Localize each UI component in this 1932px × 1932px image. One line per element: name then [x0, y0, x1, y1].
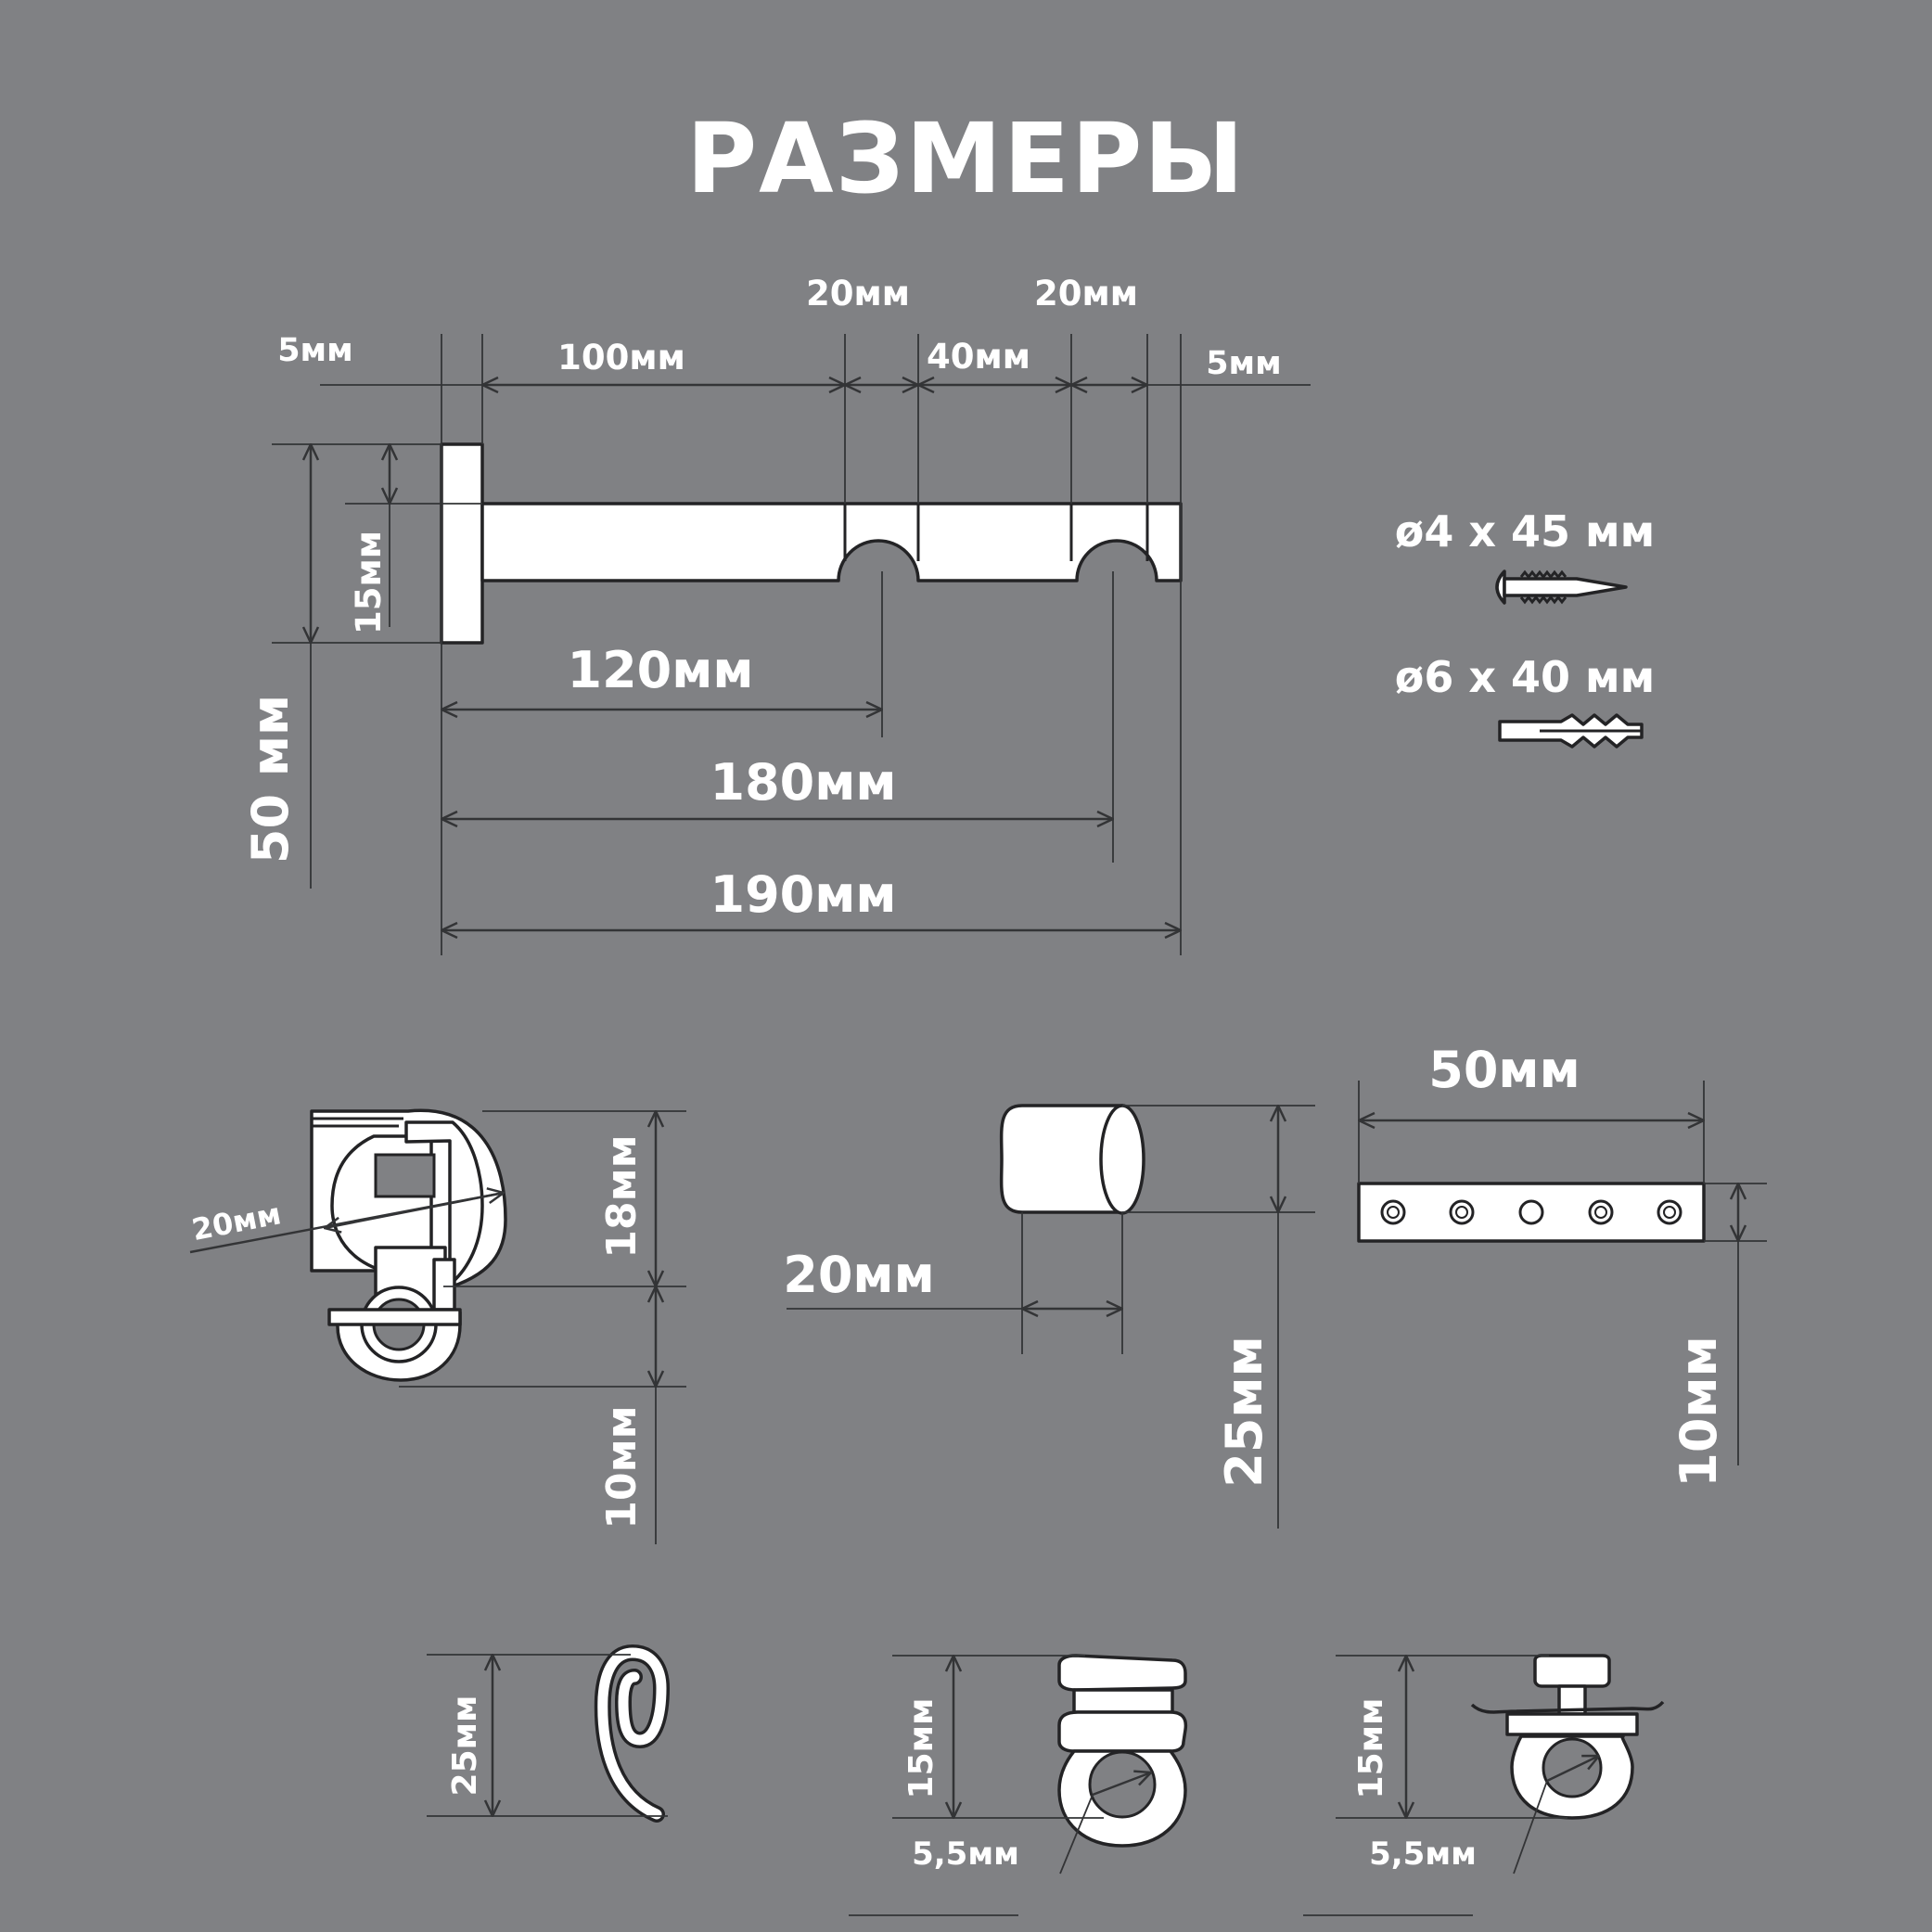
label-plate-height: 10мм — [1670, 1336, 1728, 1487]
label-plate-height: 50 мм — [241, 695, 300, 864]
label-tip: 5мм — [1206, 345, 1282, 382]
label-profile-height: 18мм — [598, 1134, 646, 1258]
end-cap — [999, 1104, 1145, 1215]
label-plate-length: 50мм — [1428, 1041, 1580, 1099]
label-between-slots: 40мм — [927, 337, 1030, 377]
label-dowel: ø6 х 40 мм — [1395, 652, 1656, 702]
label-arm-first: 100мм — [557, 338, 685, 377]
plate-holes — [1380, 1199, 1683, 1225]
page-title: РАЗМЕРЫ — [685, 102, 1247, 215]
label-runner-a-ring: 5,5мм — [912, 1836, 1019, 1873]
runner-a-dimensions — [849, 1656, 1151, 1916]
label-depth-total: 190мм — [710, 865, 897, 924]
wall-dowel-icon — [1498, 713, 1644, 748]
curtain-hook — [594, 1644, 671, 1823]
label-profile-runner: 10мм — [598, 1405, 646, 1529]
label-cap-length: 20мм — [783, 1246, 934, 1304]
end-cap-dimensions — [787, 1106, 1315, 1529]
label-plate-width: 5мм — [277, 332, 353, 369]
label-cap-diameter: 25мм — [1215, 1336, 1273, 1487]
label-runner-b-ring: 5,5мм — [1369, 1836, 1477, 1873]
rail-profile — [310, 1108, 507, 1382]
label-runner-a-height: 15мм — [902, 1698, 940, 1799]
bracket-left-dimensions — [311, 444, 390, 889]
mounting-plate — [1357, 1182, 1706, 1243]
bracket-wall-plate — [440, 442, 484, 645]
label-profile-depth: 20мм — [189, 1196, 284, 1247]
bracket-extension-lines — [272, 334, 1311, 955]
wall-bracket — [440, 442, 1183, 645]
bracket-arm — [480, 502, 1183, 582]
screw-icon — [1495, 569, 1628, 605]
label-slot1: 20мм — [806, 274, 910, 313]
label-arm-height: 15мм — [349, 531, 389, 634]
label-screw: ø4 х 45 мм — [1395, 506, 1656, 557]
label-runner-b-height: 15мм — [1352, 1698, 1390, 1799]
plate-dimensions — [1359, 1081, 1767, 1465]
label-to-slot1: 120мм — [568, 641, 754, 699]
label-to-slot2: 180мм — [710, 753, 897, 812]
runner-b-dimensions — [1303, 1656, 1599, 1916]
runner-a — [1057, 1654, 1188, 1848]
rail-profile-dimensions — [189, 1111, 686, 1544]
hook-dimensions — [427, 1655, 668, 1816]
label-hook-height: 25мм — [446, 1695, 484, 1797]
bracket-depth-dimensions — [441, 710, 1181, 930]
label-slot2: 20мм — [1034, 274, 1138, 313]
runner-b — [1470, 1654, 1665, 1820]
